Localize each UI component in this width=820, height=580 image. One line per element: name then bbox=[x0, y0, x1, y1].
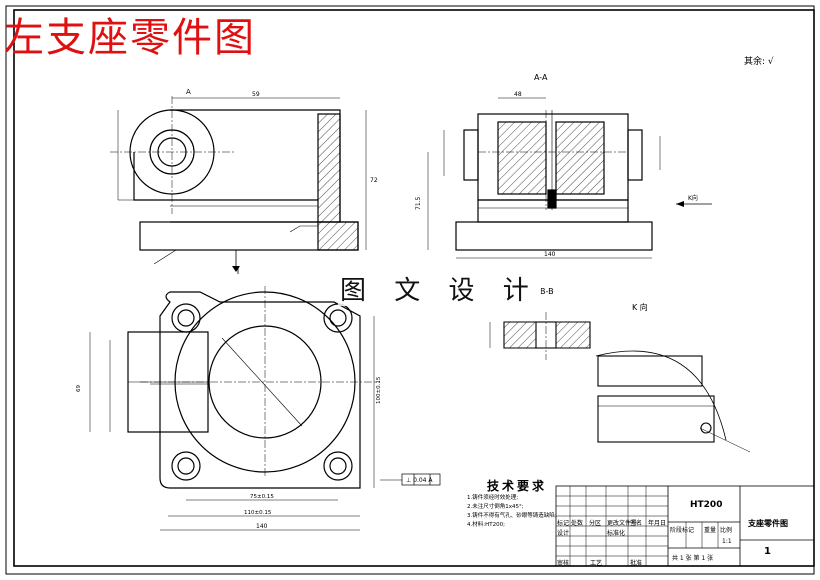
tb-part-name: 支座零件图 bbox=[748, 519, 788, 528]
tb-col-count: 处数 bbox=[571, 520, 584, 527]
view-k bbox=[595, 350, 751, 453]
top-left-dim: 69 bbox=[76, 385, 82, 392]
top-bottom1-dim: 75±0.15 bbox=[250, 494, 274, 500]
tb-bottom-process: 工艺 bbox=[590, 560, 603, 567]
tb-bottom-review: 审核 bbox=[557, 560, 570, 567]
datum-a-label: A bbox=[186, 88, 191, 96]
inner-border bbox=[13, 9, 815, 567]
k-direction-label: K向 bbox=[688, 194, 698, 202]
section-aa-overall-dim: 140 bbox=[544, 251, 556, 258]
front-view bbox=[110, 96, 367, 265]
front-width-dim: 59 bbox=[252, 91, 260, 98]
front-height-dim: 72 bbox=[370, 177, 378, 184]
tb-col-sign: 签名 bbox=[630, 520, 643, 527]
tb-material: HT200 bbox=[690, 500, 723, 510]
geometric-tolerance-text: ⊥ 0.04 A bbox=[406, 477, 433, 484]
tb-sheet-number: 1 bbox=[764, 546, 771, 557]
overlay-title: 左支座零件图 bbox=[4, 15, 256, 61]
top-inner-dim: 110±0.15 bbox=[244, 510, 272, 516]
datum-a-marker bbox=[232, 250, 240, 274]
tb-row-design: 设计 bbox=[557, 530, 570, 537]
tb-scale-value: 1:1 bbox=[722, 538, 732, 545]
tech-requirement-item: 3.铸件不得有气孔、砂眼等铸造缺陷; bbox=[467, 513, 557, 519]
surface-roughness-note: 其余: √ bbox=[744, 57, 774, 67]
geometric-tolerance-frame bbox=[380, 473, 441, 486]
k-direction-arrow bbox=[676, 201, 712, 207]
section-aa-label: A-A bbox=[534, 73, 548, 82]
section-aa-top-dim: 48 bbox=[514, 91, 522, 98]
top-overall-dim: 140 bbox=[256, 523, 268, 530]
top-height-dim: 100±0.15 bbox=[376, 376, 382, 404]
tb-col-zone: 分区 bbox=[589, 520, 602, 527]
section-aa-view bbox=[427, 97, 661, 259]
section-bb-view bbox=[489, 312, 591, 360]
section-aa-height-dim: 71.5 bbox=[415, 196, 422, 210]
tb-row-standard: 标准化 bbox=[607, 530, 626, 537]
tb-sheet-info: 共 1 张 第 1 张 bbox=[672, 555, 714, 562]
tech-requirement-item: 4.材料:HT200; bbox=[467, 522, 505, 528]
tech-requirement-item: 2.未注尺寸倒角1x45°; bbox=[467, 504, 524, 510]
top-view bbox=[89, 286, 380, 531]
tb-col-doc: 更改文件号 bbox=[607, 520, 638, 527]
tb-row-stage: 阶段标记 bbox=[670, 527, 695, 534]
tb-col-mark: 标记 bbox=[557, 520, 570, 527]
tb-row-weight: 重量 bbox=[704, 527, 717, 534]
tb-bottom-approve: 批准 bbox=[630, 560, 643, 567]
section-bb-label: B-B bbox=[540, 287, 554, 296]
tech-requirements-list: 1.铸件须经时效处理; 2.未注尺寸倒角1x45°; 3.铸件不得有气孔、砂眼等… bbox=[467, 494, 557, 530]
view-k-label: K 向 bbox=[632, 302, 648, 312]
tb-row-scale: 比例 bbox=[720, 527, 733, 534]
tb-col-date: 年月日 bbox=[648, 520, 667, 527]
title-block bbox=[555, 485, 815, 567]
tech-requirements-title: 技术要求 bbox=[487, 479, 548, 493]
tech-requirement-item: 1.铸件须经时效处理; bbox=[467, 495, 519, 501]
watermark-text: 图 文 设 计 bbox=[338, 276, 541, 306]
